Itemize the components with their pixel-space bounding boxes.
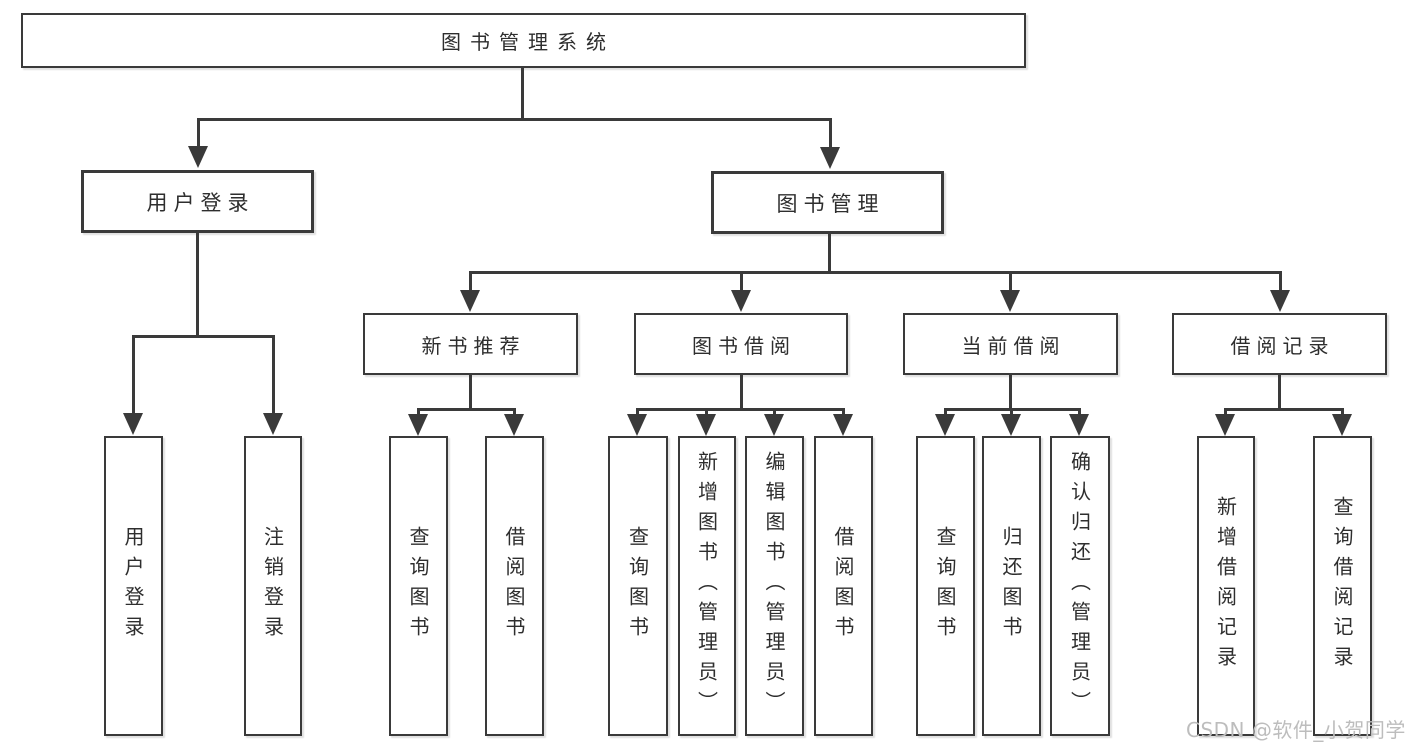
connector-vline	[197, 118, 200, 150]
node-borrow-books: 借阅图书	[814, 436, 873, 736]
node-add-borrow-record: 新增借阅记录	[1197, 436, 1255, 736]
arrow-down-icon	[460, 290, 480, 312]
connector-vline	[417, 408, 420, 416]
connector-vline	[1224, 408, 1227, 416]
node-library-system: 图书管理系统	[21, 13, 1026, 68]
connector-vline	[829, 118, 832, 150]
arrow-down-icon	[696, 414, 716, 436]
node-edit-books-admin: 编辑图书（管理员）	[745, 436, 804, 736]
connector-vline	[828, 234, 831, 274]
arrow-down-icon	[1270, 290, 1290, 312]
node-confirm-return-admin: 确认归还（管理员）	[1050, 436, 1110, 736]
node-query-borrow-record: 查询借阅记录	[1313, 436, 1372, 736]
arrow-down-icon	[1000, 290, 1020, 312]
connector-vline	[740, 271, 743, 293]
connector-vline	[740, 375, 743, 411]
node-query-books-borrow: 查询图书	[608, 436, 668, 736]
connector-vline	[196, 233, 199, 337]
connector-vline	[132, 335, 135, 415]
connector-vline	[944, 408, 947, 416]
connector-hline	[1224, 408, 1343, 411]
connector-hline	[636, 408, 844, 411]
connector-vline	[469, 271, 472, 293]
connector-vline	[1010, 408, 1013, 416]
connector-vline	[1009, 271, 1012, 293]
node-borrow-records: 借阅记录	[1172, 313, 1387, 375]
arrow-down-icon	[408, 414, 428, 436]
node-book-management: 图书管理	[711, 171, 944, 234]
node-logout: 注销登录	[244, 436, 302, 736]
arrow-down-icon	[764, 414, 784, 436]
connector-hline	[132, 335, 275, 338]
connector-vline	[521, 68, 524, 120]
node-user-login-leaf: 用户登录	[104, 436, 163, 736]
node-add-books-admin: 新增图书（管理员）	[678, 436, 736, 736]
connector-vline	[705, 408, 708, 416]
connector-vline	[272, 335, 275, 415]
connector-vline	[513, 408, 516, 416]
node-book-borrow: 图书借阅	[634, 313, 848, 375]
node-return-books: 归还图书	[982, 436, 1041, 736]
arrow-down-icon	[627, 414, 647, 436]
arrow-down-icon	[1332, 414, 1352, 436]
connector-vline	[636, 408, 639, 416]
arrow-down-icon	[504, 414, 524, 436]
arrow-down-icon	[188, 146, 208, 168]
arrow-down-icon	[1215, 414, 1235, 436]
connector-vline	[842, 408, 845, 416]
node-query-books-recommend: 查询图书	[389, 436, 448, 736]
arrow-down-icon	[820, 147, 840, 169]
arrow-down-icon	[263, 413, 283, 435]
connector-vline	[773, 408, 776, 416]
connector-hline	[417, 408, 516, 411]
node-current-borrow: 当前借阅	[903, 313, 1118, 375]
arrow-down-icon	[123, 413, 143, 435]
node-query-books-current: 查询图书	[916, 436, 975, 736]
connector-vline	[469, 375, 472, 411]
csdn-watermark: CSDN @软件_小贺同学	[1186, 718, 1405, 742]
node-user-login: 用户登录	[81, 170, 314, 233]
arrow-down-icon	[1001, 414, 1021, 436]
connector-hline	[469, 271, 1282, 274]
connector-vline	[1009, 375, 1012, 411]
arrow-down-icon	[833, 414, 853, 436]
connector-vline	[1278, 375, 1281, 411]
arrow-down-icon	[935, 414, 955, 436]
node-new-book-recommend: 新书推荐	[363, 313, 578, 375]
arrow-down-icon	[731, 290, 751, 312]
arrow-down-icon	[1069, 414, 1089, 436]
connector-vline	[1279, 271, 1282, 293]
connector-vline	[1078, 408, 1081, 416]
node-borrow-books-recommend: 借阅图书	[485, 436, 544, 736]
connector-vline	[1341, 408, 1344, 416]
connector-hline	[197, 118, 832, 121]
